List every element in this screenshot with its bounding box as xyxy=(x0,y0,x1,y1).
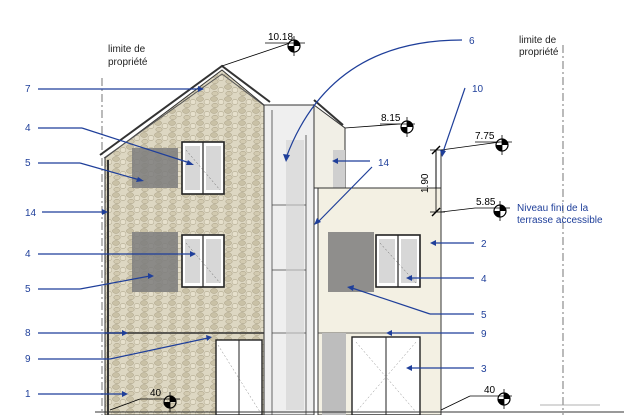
level-marker-ridge: 10.18 xyxy=(221,32,305,67)
level-marker-parapet: 7.75 xyxy=(440,131,512,155)
svg-text:5: 5 xyxy=(25,158,31,169)
svg-text:5.85: 5.85 xyxy=(476,197,496,208)
svg-text:1.90: 1.90 xyxy=(420,173,431,193)
level-marker-eave: 8.15 xyxy=(344,113,415,137)
svg-text:40: 40 xyxy=(484,385,496,396)
callouts-right: 6 10 14 2 4 5 9 3 xyxy=(283,36,487,375)
level-marker-ground-right: 40 xyxy=(440,385,512,411)
dimension-parapet-height: 1.90 xyxy=(420,145,445,217)
svg-text:5: 5 xyxy=(25,284,31,295)
callouts-left: 7 4 5 14 4 5 8 9 1 xyxy=(25,84,212,400)
window-upper xyxy=(181,141,225,195)
svg-text:10.18: 10.18 xyxy=(268,32,293,43)
svg-text:8: 8 xyxy=(25,328,31,339)
door-ground-left xyxy=(215,339,263,415)
window-middle xyxy=(181,234,225,288)
svg-text:1: 1 xyxy=(25,389,31,400)
level-marker-ground-left: 40 xyxy=(109,388,180,412)
svg-text:6: 6 xyxy=(469,36,475,47)
svg-text:7.75: 7.75 xyxy=(475,131,495,142)
terrace-level-note: Niveau fini de la terrasse accessible xyxy=(517,203,603,226)
level-marker-terrace: 5.85 xyxy=(440,197,510,221)
svg-text:5: 5 xyxy=(481,310,487,321)
shadow-terrace xyxy=(328,232,374,292)
svg-text:40: 40 xyxy=(150,388,162,399)
property-limit-label-right: limite de propriété xyxy=(519,35,559,58)
svg-text:9: 9 xyxy=(25,354,31,365)
shadow-upper-left xyxy=(132,148,178,188)
svg-text:4: 4 xyxy=(481,274,487,285)
svg-text:9: 9 xyxy=(481,329,487,340)
svg-text:8.15: 8.15 xyxy=(381,113,401,124)
svg-text:4: 4 xyxy=(25,123,31,134)
svg-text:14: 14 xyxy=(378,158,390,169)
svg-text:2: 2 xyxy=(481,239,487,250)
property-limit-label-left: limite de propriété xyxy=(108,44,148,68)
svg-text:7: 7 xyxy=(25,84,31,95)
window-terrace xyxy=(375,234,421,288)
shadow-middle-left xyxy=(132,232,178,292)
svg-text:3: 3 xyxy=(481,364,487,375)
svg-text:14: 14 xyxy=(25,208,37,219)
svg-text:10: 10 xyxy=(472,84,484,95)
patio-door-right xyxy=(351,336,421,415)
svg-text:4: 4 xyxy=(25,249,31,260)
